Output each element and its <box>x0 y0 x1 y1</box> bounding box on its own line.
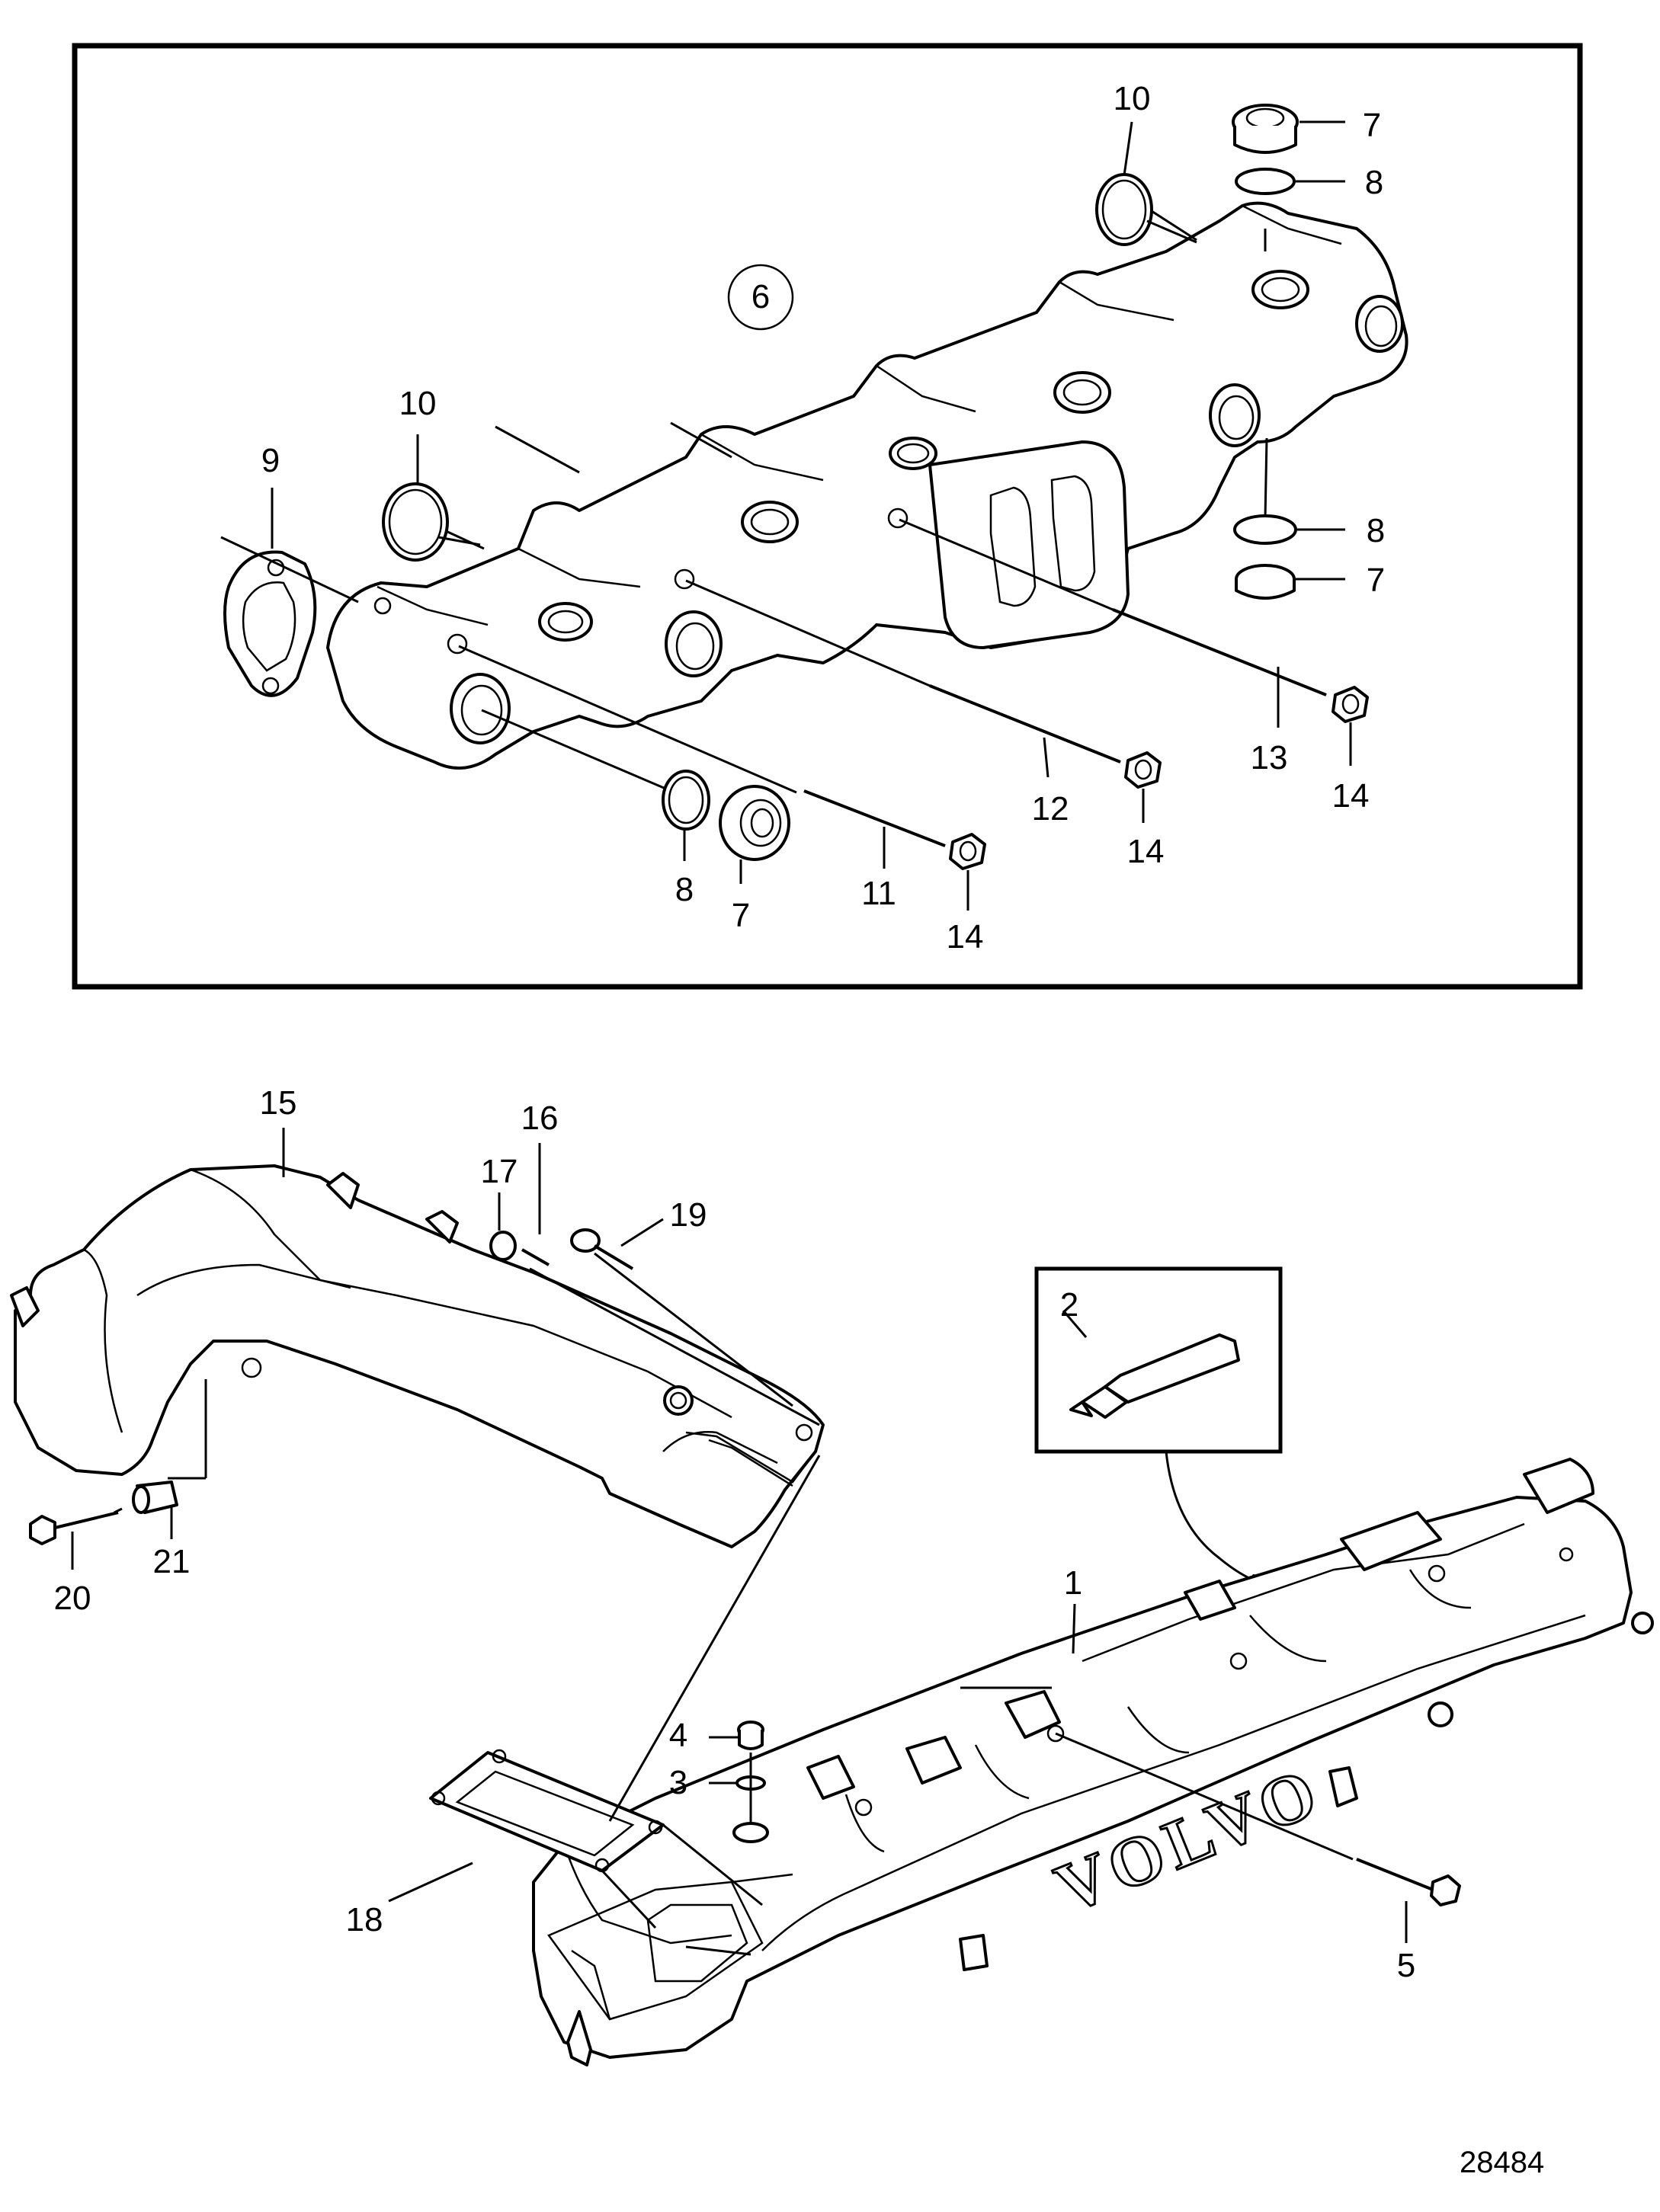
o-ring-10-left <box>382 482 449 562</box>
stud-13 <box>1112 608 1327 696</box>
plug-7-left <box>719 785 790 861</box>
bolt-20 <box>29 1511 119 1545</box>
flange-nut-14-b <box>1124 751 1162 789</box>
leader-lines-top <box>220 204 1268 794</box>
exhaust-manifold-group-frame <box>72 43 1583 990</box>
o-ring-8-right <box>1233 514 1297 545</box>
plug-4 <box>709 1721 764 1750</box>
stud-12 <box>929 684 1121 763</box>
group-6-circle <box>727 264 794 331</box>
callout-10-left: 10 <box>399 385 437 422</box>
exhaust-pipe-15 <box>10 1164 825 1548</box>
plug-7-top <box>1232 104 1299 154</box>
flange-nut-14-a <box>949 833 986 870</box>
o-ring-8-top <box>1235 168 1296 195</box>
callout-19: 19 <box>669 1196 707 1234</box>
leader-lines-bottom-left <box>71 1128 820 1570</box>
intake-manifold-1: VOLVO <box>532 1458 1654 2066</box>
callout-7-right: 7 <box>1366 562 1386 599</box>
callout-15: 15 <box>259 1084 297 1122</box>
bolt-5 <box>1356 1858 1461 1943</box>
callout-8-right: 8 <box>1366 512 1386 549</box>
bolt-19 <box>570 1228 634 1270</box>
callout-1: 1 <box>1063 1564 1083 1602</box>
callout-12: 12 <box>1031 790 1069 827</box>
callout-2: 2 <box>1059 1286 1079 1324</box>
cap-17 <box>489 1231 517 1261</box>
callout-14-middle: 14 <box>1126 833 1165 870</box>
callout-leaders-top <box>271 120 1352 911</box>
callout-17: 17 <box>480 1153 518 1190</box>
callout-18: 18 <box>345 1901 383 1938</box>
callout-16: 16 <box>521 1100 559 1137</box>
manifold-gasket-9 <box>223 550 317 697</box>
spacer-21 <box>132 1481 178 1514</box>
exhaust-manifold-body <box>326 201 1408 770</box>
washer-3 <box>709 1753 769 1843</box>
callout-6: 6 <box>751 278 771 315</box>
drawing-number: 28484 <box>1460 2146 1545 2179</box>
callout-10-top-right: 10 <box>1113 80 1151 117</box>
o-ring-8-left <box>662 770 710 831</box>
callout-14-right: 14 <box>1332 777 1370 815</box>
callout-5: 5 <box>1396 1947 1416 1984</box>
stud-11 <box>803 789 946 847</box>
stud-16 <box>521 1248 550 1266</box>
callout-7-top: 7 <box>1362 107 1382 144</box>
callout-14-left: 14 <box>946 918 984 956</box>
callout-8-top: 8 <box>1364 164 1384 201</box>
callout-7-left: 7 <box>731 897 751 934</box>
callout-13: 13 <box>1250 739 1288 776</box>
callout-4: 4 <box>668 1717 688 1754</box>
callout-21: 21 <box>152 1543 191 1580</box>
flange-nut-14-c <box>1332 686 1369 723</box>
callout-11: 11 <box>861 875 896 912</box>
callout-8-left: 8 <box>675 871 694 908</box>
plug-7-right <box>1235 564 1296 600</box>
callout-9: 9 <box>261 442 280 479</box>
assembly-lines-bottom <box>601 1455 1354 1956</box>
callout-3: 3 <box>668 1764 688 1801</box>
o-ring-10-right <box>1095 173 1153 246</box>
callout-20: 20 <box>53 1580 91 1617</box>
